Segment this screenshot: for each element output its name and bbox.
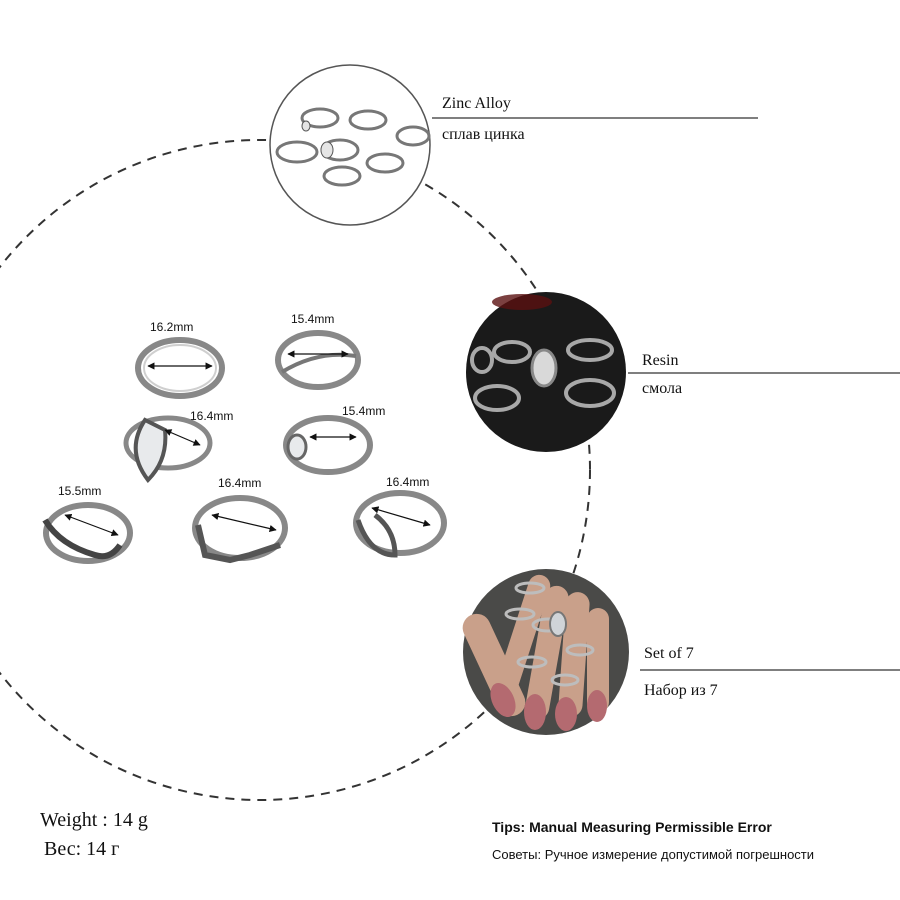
- resin-photo: [466, 292, 626, 452]
- dashed-circle: [0, 139, 591, 801]
- weight-label-ru: Вес: 14 г: [44, 838, 120, 860]
- ring-1: [135, 337, 225, 399]
- ring-size-label: 16.4mm: [386, 475, 430, 489]
- ring-size-label: 15.5mm: [58, 484, 102, 498]
- material-label-ru: сплав цинка: [442, 126, 525, 143]
- ring-4: [283, 415, 373, 475]
- ring-5: [42, 502, 133, 564]
- weight-label-en: Weight : 14 g: [40, 809, 148, 831]
- material-label-en: Resin: [642, 352, 679, 369]
- ring-7: [353, 490, 447, 558]
- ring-size-label: 16.4mm: [218, 476, 262, 490]
- ring-2: [275, 330, 361, 390]
- ring-size-label: 16.2mm: [150, 320, 194, 334]
- hand-photo: [462, 569, 629, 735]
- ring-size-label: 15.4mm: [342, 404, 386, 418]
- ring-6: [192, 495, 288, 564]
- tips-en: Tips: Manual Measuring Permissible Error: [492, 819, 772, 835]
- material-label-en: Zinc Alloy: [442, 95, 511, 112]
- set-label-en: Set of 7: [644, 645, 694, 662]
- ring-3: [123, 415, 213, 484]
- set-label-ru: Набор из 7: [644, 682, 718, 699]
- ring-size-label: 15.4mm: [291, 312, 335, 326]
- tips-ru: Советы: Ручное измерение допустимой погр…: [492, 847, 815, 862]
- ring-size-label: 16.4mm: [190, 409, 234, 423]
- zinc-alloy-photo: [269, 64, 431, 226]
- material-label-ru: смола: [642, 380, 683, 397]
